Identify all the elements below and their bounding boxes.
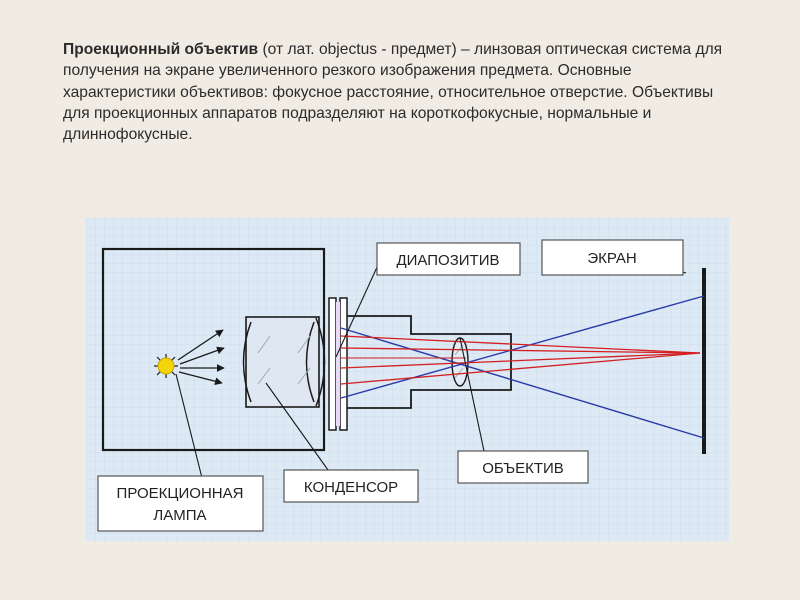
diapositive-holder <box>328 297 348 431</box>
term-definition: (от лат. objectus - предмет) – линзовая … <box>63 41 723 144</box>
light-rays <box>340 295 705 439</box>
label-diapositive-text: ДИАПОЗИТИВ <box>396 252 499 269</box>
label-objective-text: ОБЪЕКТИВ <box>482 460 564 477</box>
label-diapositive: ДИАПОЗИТИВ <box>376 242 521 276</box>
label-condenser: КОНДЕНСОР <box>283 469 419 503</box>
label-condenser-text: КОНДЕНСОР <box>304 479 398 496</box>
term-heading: Проекционный объектив <box>63 41 259 58</box>
label-screen: ЭКРАН <box>541 239 684 276</box>
lamp-icon <box>154 354 178 378</box>
label-lamp: ПРОЕКЦИОННАЯ ЛАМПА <box>97 475 264 532</box>
lamp-emission-arrows <box>177 329 225 386</box>
projector-diagram: ДИАПОЗИТИВ ЭКРАН ОБЪЕКТИВ КОНДЕНСОР ПРОЕ… <box>86 218 729 541</box>
label-lamp-line1: ПРОЕКЦИОННАЯ <box>117 485 244 502</box>
label-lamp-line2: ЛАМПА <box>153 507 206 524</box>
label-objective: ОБЪЕКТИВ <box>457 450 589 484</box>
condenser-lens <box>242 316 326 408</box>
label-screen-text: ЭКРАН <box>587 250 636 267</box>
description-paragraph: Проекционный объектив (от лат. objectus … <box>63 39 743 145</box>
